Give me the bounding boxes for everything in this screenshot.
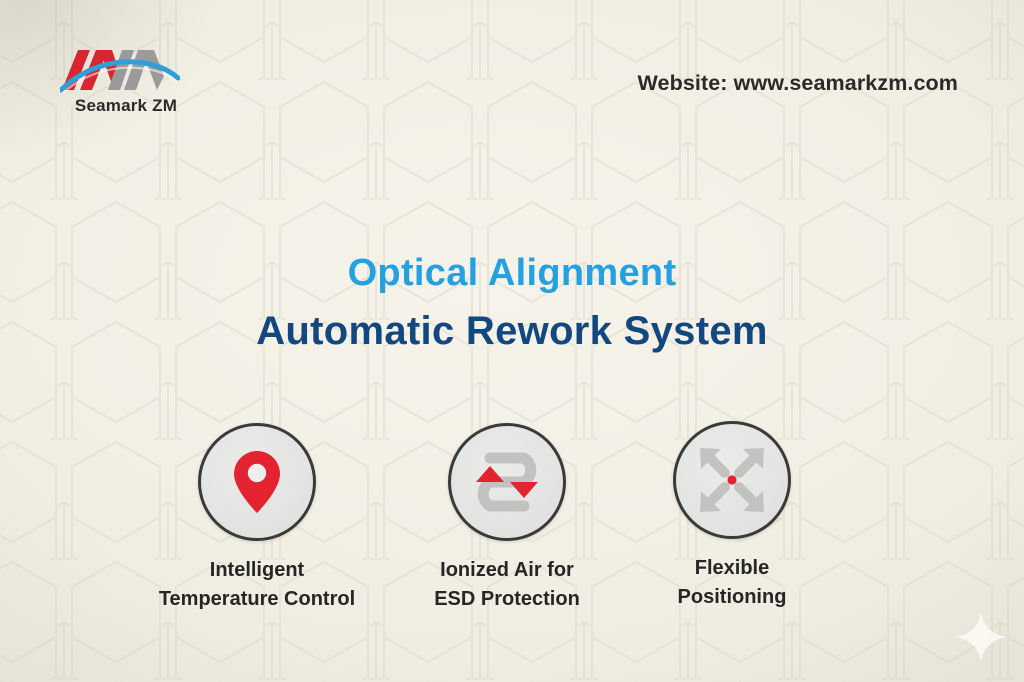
feature-item-flexible-positioning: Flexible Positioning	[614, 421, 850, 612]
map-pin-icon	[234, 451, 280, 513]
feature-label: Flexible Positioning	[614, 554, 850, 612]
recycle-loop-arrows-icon	[476, 452, 538, 512]
seamark-zm-logo-icon	[60, 50, 180, 94]
feature-label-line-2: Temperature Control	[158, 588, 356, 610]
brand-logo: Seamark ZM	[44, 46, 208, 126]
feature-row: Intelligent Temperature Control Ionized …	[0, 410, 1024, 640]
feature-item-temperature-control: Intelligent Temperature Control	[139, 423, 375, 614]
feature-label-line-1: Ionized Air for	[440, 559, 574, 581]
page-title: Optical Alignment Automatic Rework Syste…	[0, 252, 1024, 354]
website-text: Website: www.seamarkzm.com	[637, 71, 958, 95]
feature-item-esd-protection: Ionized Air for ESD Protection	[389, 423, 625, 614]
four-point-star-sparkle-icon	[956, 612, 1006, 662]
brand-name: Seamark ZM	[74, 96, 178, 115]
feature-label-line-2: ESD Protection	[434, 588, 580, 610]
feature-label-line-2: Positioning	[677, 586, 787, 608]
page-title-line-1: Optical Alignment	[347, 252, 677, 294]
four-way-expand-arrows-icon	[700, 448, 764, 512]
feature-label-line-1: Intelligent	[209, 559, 305, 581]
feature-label: Intelligent Temperature Control	[139, 556, 375, 614]
feature-icon-circle	[448, 423, 566, 541]
feature-label-line-1: Flexible	[694, 557, 770, 579]
feature-icon-circle	[673, 421, 791, 539]
feature-label: Ionized Air for ESD Protection	[389, 556, 625, 614]
feature-icon-circle	[198, 423, 316, 541]
page-title-line-2: Automatic Rework System	[256, 308, 768, 353]
